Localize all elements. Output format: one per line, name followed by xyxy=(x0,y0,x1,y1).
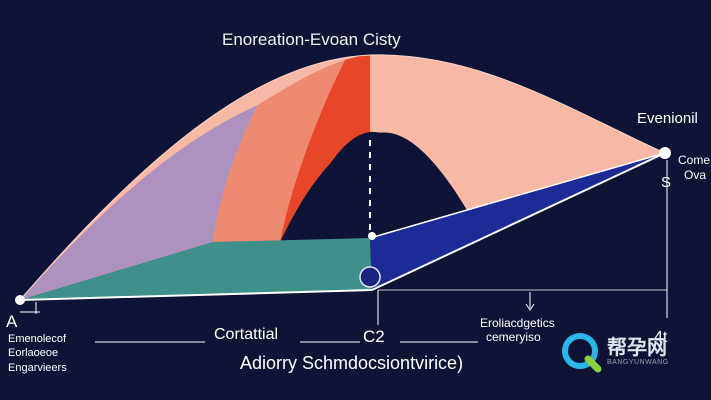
left-label-3: Engarvieers xyxy=(8,362,67,374)
watermark-text: 帮孕网 xyxy=(607,337,667,359)
right-edge-line xyxy=(371,152,666,291)
left-node xyxy=(15,295,25,305)
center-sphere xyxy=(359,266,381,288)
right-bottom-label-2: cemeryiso xyxy=(486,330,541,344)
front-edge-line xyxy=(19,289,373,301)
center-top-node xyxy=(368,232,376,240)
right-tick-arrow xyxy=(525,303,535,311)
left-label-2: Eorlaoeoe xyxy=(8,347,59,359)
back-edge-line xyxy=(369,152,666,239)
salmon-band xyxy=(213,60,345,242)
lavender-area xyxy=(20,105,258,300)
mid-label: Cortattial xyxy=(214,326,279,343)
right-bottom-label-1: Eroliacdgetics xyxy=(480,316,555,330)
top-curve-line xyxy=(19,54,666,301)
watermark-subtext: BANGYUNWANG xyxy=(607,359,669,366)
q-logo-icon xyxy=(562,333,602,373)
teal-floor xyxy=(20,238,372,300)
dark-arch xyxy=(290,131,470,242)
right-marker: S xyxy=(661,174,672,191)
right-number: 4t xyxy=(654,329,668,346)
diagram-title: Enoreation-Evoan Cisty xyxy=(222,30,401,49)
right-node xyxy=(659,147,671,159)
footer-caption: Adiorry Schmdocsiontvirice) xyxy=(240,353,464,373)
left-marker: A xyxy=(6,312,18,331)
center-label: C2 xyxy=(363,327,385,346)
right-small-label-1: Come xyxy=(678,153,711,167)
right-small-label-2: Ova xyxy=(684,168,707,182)
right-label: Evenionil xyxy=(637,110,698,127)
red-band xyxy=(280,55,370,242)
left-label-1: Emenolecof xyxy=(8,333,67,345)
